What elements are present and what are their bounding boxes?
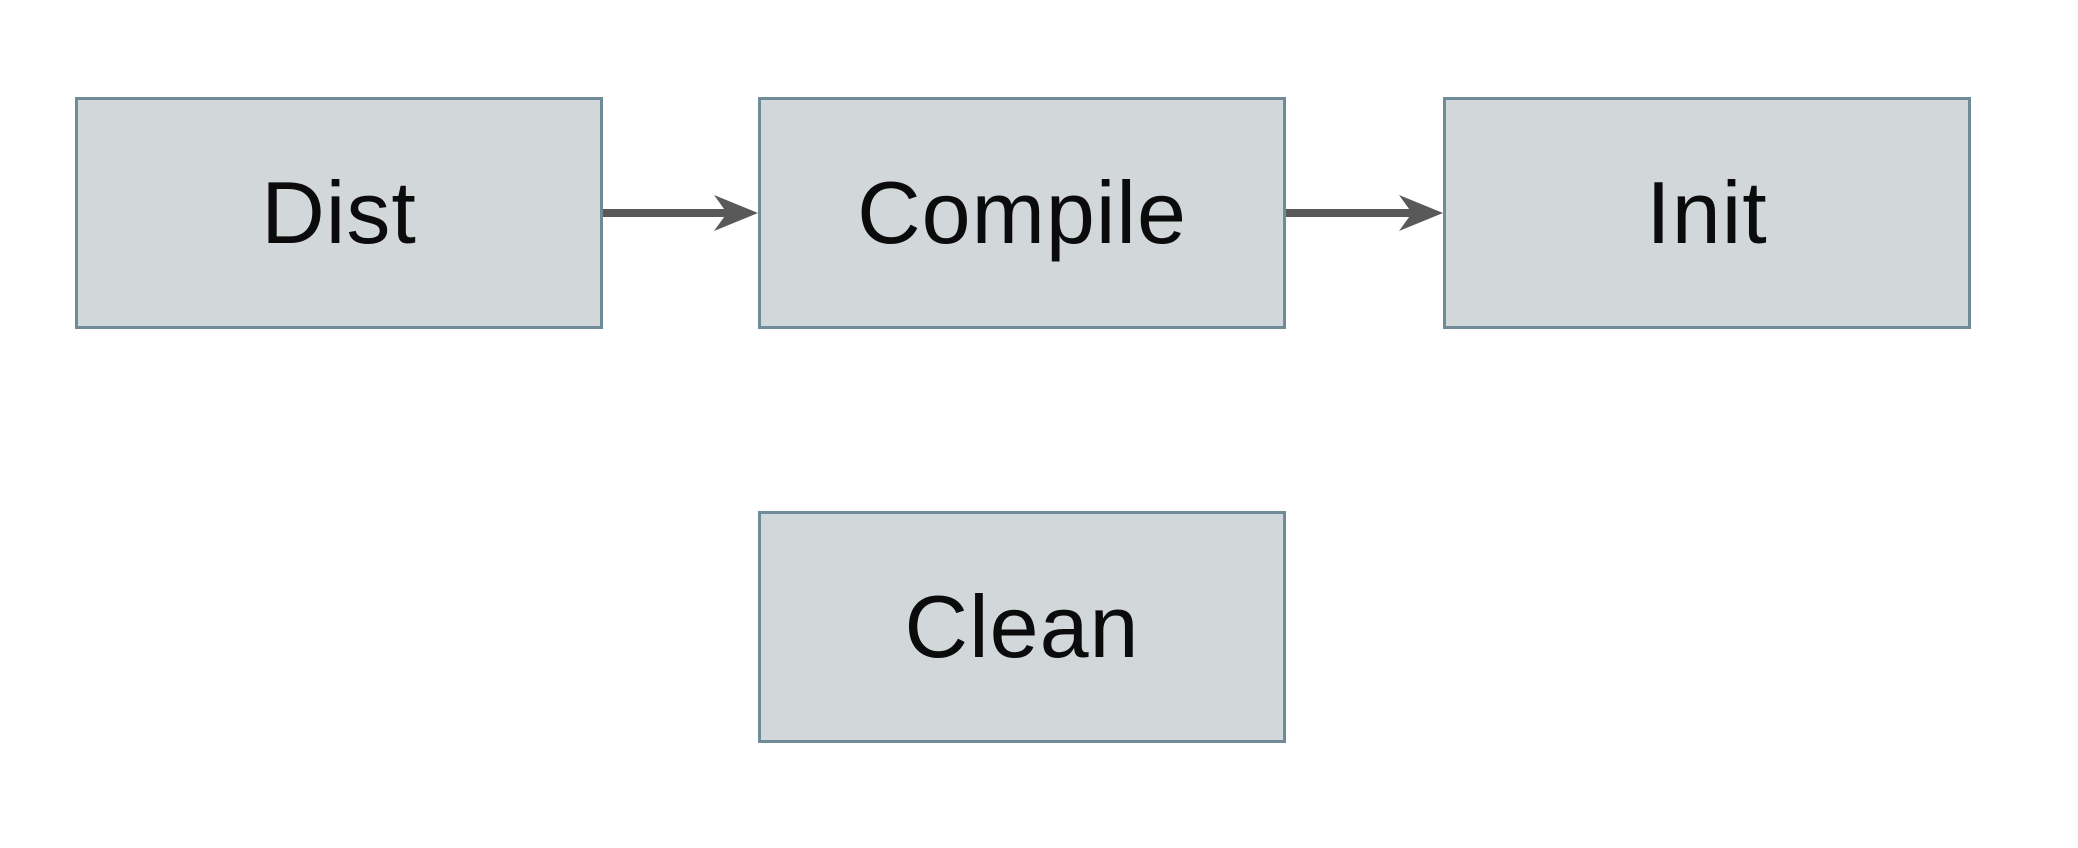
- node-clean[interactable]: Clean: [758, 511, 1286, 743]
- node-clean-label: Clean: [904, 577, 1140, 676]
- node-dist[interactable]: Dist: [75, 97, 603, 329]
- node-compile[interactable]: Compile: [758, 97, 1286, 329]
- node-init-label: Init: [1646, 163, 1768, 262]
- node-dist-label: Dist: [261, 163, 417, 262]
- node-compile-label: Compile: [857, 163, 1187, 262]
- arrow-dist-to-compile[interactable]: [603, 183, 758, 243]
- node-init[interactable]: Init: [1443, 97, 1971, 329]
- arrow-compile-to-init[interactable]: [1286, 183, 1443, 243]
